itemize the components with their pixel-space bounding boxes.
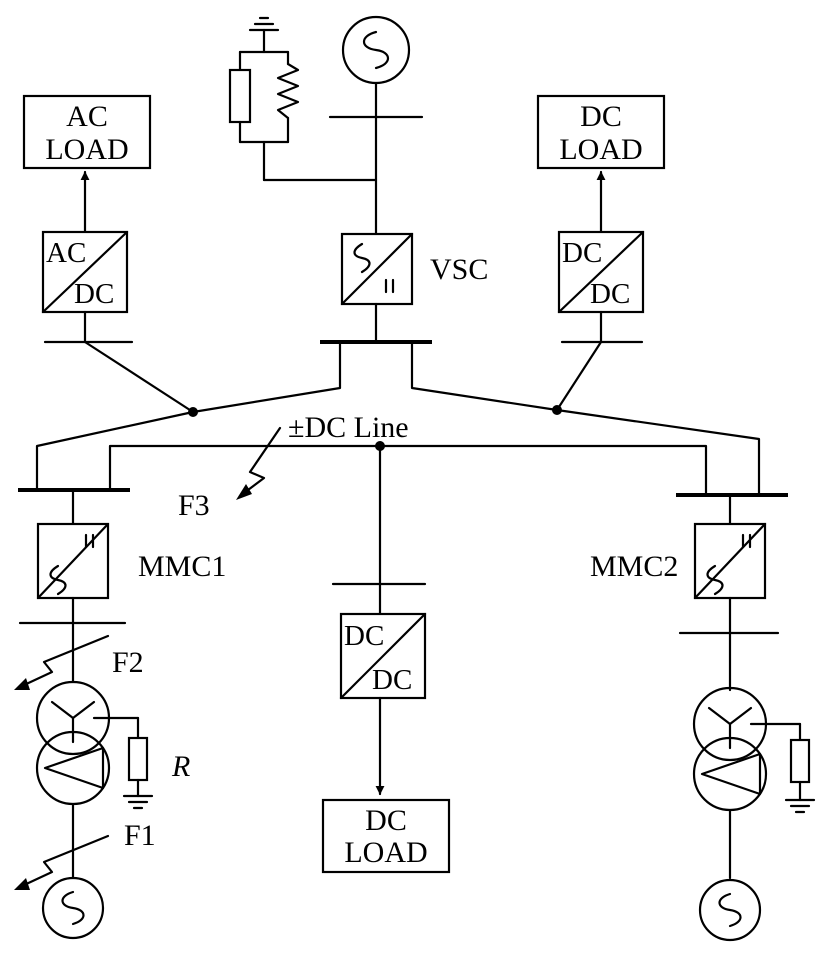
ground-symbol-icon — [784, 798, 816, 814]
vsc-converter — [340, 232, 414, 306]
sine-wave-icon — [362, 30, 390, 70]
dc-load-bottom-box: DC LOAD — [321, 798, 451, 874]
wye-winding-icon — [707, 706, 753, 750]
resistor-label: R — [171, 750, 190, 783]
vsc-label: VSC — [430, 253, 488, 286]
right-transformer — [692, 686, 768, 812]
ac-wave-icon — [706, 564, 724, 596]
wye-winding-icon — [50, 700, 96, 744]
dc-load-bottom-line1: DC — [365, 804, 407, 837]
ground-impedance-branch — [228, 16, 300, 144]
dc-load-top-box: DC LOAD — [536, 94, 666, 170]
junction-dot-left — [188, 407, 198, 417]
dc-load-top-line1: DC — [580, 100, 622, 133]
fault-f2-icon — [14, 634, 110, 690]
grounding-resistor-icon — [789, 738, 811, 784]
dc-dc-mid-converter: DC DC — [339, 612, 427, 700]
top-ac-source — [341, 15, 411, 85]
sine-wave-icon — [718, 892, 742, 928]
dc-dc-top-converter: DC DC — [557, 230, 645, 314]
delta-winding-icon — [43, 746, 105, 790]
ac-load-top-line1: AC — [66, 100, 108, 133]
dc-line-label: ±DC Line — [288, 411, 409, 444]
sine-wave-icon — [61, 890, 85, 926]
fault-f3-icon — [236, 426, 282, 500]
mmc2-label: MMC2 — [590, 550, 678, 583]
delta-winding-icon — [700, 752, 762, 796]
ac-dc-converter: AC DC — [41, 230, 129, 314]
resistor-rect-icon — [228, 68, 252, 124]
ground-symbol-icon — [122, 794, 154, 810]
fault-f2-label: F2 — [112, 646, 144, 679]
dc-dc-top-label-bottom: DC — [590, 278, 630, 310]
ground-symbol-icon — [248, 16, 280, 32]
fault-f1-icon — [14, 834, 110, 890]
ac-load-top-box: AC LOAD — [22, 94, 152, 170]
resistor-zigzag-icon — [276, 62, 300, 120]
ac-dc-label-bottom: DC — [74, 278, 114, 310]
dc-network — [35, 405, 761, 497]
dc-dc-top-label-top: DC — [562, 237, 602, 269]
dc-dc-mid-label-top: DC — [344, 620, 384, 652]
dc-load-top-line2: LOAD — [559, 133, 642, 166]
ac-wave-icon — [49, 564, 67, 596]
ac-load-top-line2: LOAD — [45, 133, 128, 166]
dc-load-bottom-line2: LOAD — [344, 836, 427, 869]
grounding-resistor-icon — [127, 736, 149, 782]
mmc1-label: MMC1 — [138, 550, 226, 583]
fault-f3-label: F3 — [178, 489, 210, 522]
mmc1-converter — [36, 522, 110, 600]
mmc2-converter — [693, 522, 767, 600]
dc-dc-mid-label-bottom: DC — [372, 664, 412, 696]
fault-f1-label: F1 — [124, 819, 156, 852]
junction-dot-right — [552, 405, 562, 415]
ac-dc-label-top: AC — [46, 237, 86, 269]
right-ac-source — [698, 878, 762, 942]
ac-wave-icon — [353, 242, 371, 274]
left-ac-source — [41, 876, 105, 940]
left-transformer — [35, 680, 111, 806]
